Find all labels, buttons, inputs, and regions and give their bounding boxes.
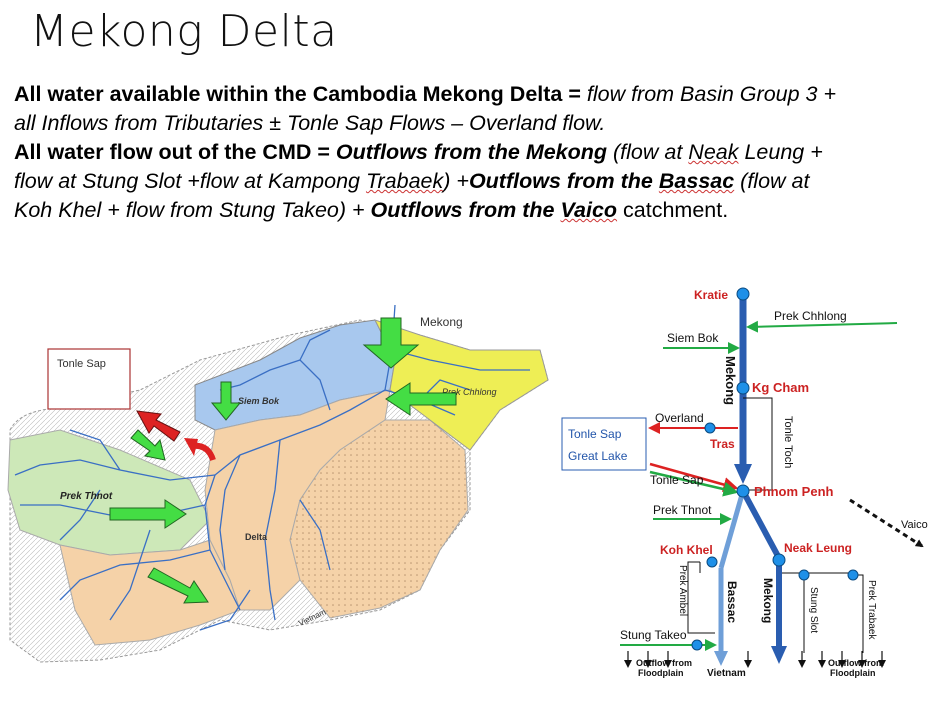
label-mekong-upper: Mekong <box>723 356 738 405</box>
label-mekong-lower: Mekong <box>761 578 775 623</box>
label-prek-thnot: Prek Thnot <box>653 503 712 517</box>
label-phnom-penh: Phnom Penh <box>754 484 834 499</box>
text-seg: (flow at <box>734 169 810 193</box>
label-prek-chhlong: Prek Chhlong <box>442 387 497 397</box>
bassac-arrowhead <box>714 651 728 666</box>
node-tras <box>704 422 716 434</box>
text-seg: Leung + <box>738 140 823 164</box>
label-tonle-sap-box: Tonle Sap <box>568 427 622 441</box>
text-line-3: All water flow out of the CMD = Outflows… <box>14 138 934 167</box>
region-yellow <box>374 319 549 451</box>
green-arrow-southwest <box>147 567 209 604</box>
green-arrow-tonle-sap-in <box>130 429 166 461</box>
text-seg: flow at Stung Slot +flow at Kampong <box>14 169 366 193</box>
label-vaico: Vaico <box>901 519 928 531</box>
node-neak-leung <box>772 553 786 567</box>
label-stung-slot: Stung Slot <box>808 587 819 633</box>
text-seg: Trabaek <box>365 169 444 193</box>
bassac-branch <box>718 490 746 569</box>
node-kg-cham <box>736 381 750 395</box>
text-line-1: All water available within the Cambodia … <box>14 80 934 109</box>
region-dotted-pattern <box>290 420 468 618</box>
label-outflow-left-1: Outflow from <box>636 658 692 668</box>
prek-chhlong-arrow <box>746 320 898 333</box>
label-outflow-right-2: Floodplain <box>830 668 876 678</box>
text-line-5: Koh Khel + flow from Stung Takeo) + Outf… <box>14 196 934 225</box>
text-seg: Vaico <box>560 198 618 222</box>
label-bassac: Bassac <box>725 581 739 623</box>
tonle-sap-box <box>47 348 131 410</box>
label-siem-bok: Siem Bok <box>238 396 280 406</box>
text-line-2: all Inflows from Tributaries ± Tonle Sap… <box>14 109 934 138</box>
slide-title: Mekong Delta <box>30 6 338 57</box>
mekong-lower-arrowhead <box>771 646 787 664</box>
text-seg: (flow at <box>607 140 689 164</box>
label-mekong: Mekong <box>420 315 463 329</box>
node-stung-slot <box>798 569 810 581</box>
mekong-lower-branch <box>740 489 782 560</box>
node-phnom-penh <box>736 484 750 498</box>
label-outflow-left-2: Floodplain <box>638 668 684 678</box>
label-siem-bok: Siem Bok <box>667 331 719 345</box>
label-delta: Delta <box>245 532 268 542</box>
text-seg: ) + <box>443 169 469 193</box>
text-seg: Neak <box>688 140 739 164</box>
delta-map: Tonle Sap Mekong Prek Chhlong Siem Bok P… <box>7 304 549 663</box>
prek-ambel-channel <box>687 561 715 634</box>
tonle-toch-channel <box>743 397 773 491</box>
label-prek-chhlong: Prek Chhlong <box>774 309 847 323</box>
prek-trabaek-channel <box>853 574 864 653</box>
green-arrow-prek-thnot <box>109 499 187 529</box>
label-kratie: Kratie <box>694 288 728 302</box>
description-text: All water available within the Cambodia … <box>14 80 934 225</box>
text-seg: Outflows from the <box>370 198 561 222</box>
label-prek-trabaek: Prek Trabaek <box>866 580 877 640</box>
label-tras: Tras <box>710 437 735 451</box>
mekong-trunk-arrowhead <box>734 464 752 484</box>
label-outflow-right-1: Outflow from <box>828 658 884 668</box>
text-seg: flow from Basin Group 3 + <box>586 82 837 106</box>
green-arrow-prek-chhlong <box>385 382 457 416</box>
label-vietnam: Vietnam <box>707 668 746 679</box>
label-neak-leung: Neak Leung <box>784 541 852 555</box>
node-koh-khel <box>706 556 718 568</box>
label-koh-khel: Koh Khel <box>660 543 713 557</box>
label-stung-takeo: Stung Takeo <box>620 628 687 642</box>
text-seg: Koh Khel + flow from Stung Takeo) + <box>14 198 371 222</box>
text-line-4: flow at Stung Slot +flow at Kampong Trab… <box>14 167 934 196</box>
label-prek-ambel: Prek Ambel <box>677 565 688 616</box>
river-network <box>14 304 530 631</box>
label-prek-thnot: Prek Thnot <box>60 491 113 502</box>
label-tonle-sap-flow: Tonle Sap <box>650 473 704 487</box>
tonle-sap-green-line <box>649 470 739 497</box>
text-seg: All water available within the Cambodia … <box>14 82 587 106</box>
text-seg: all Inflows from Tributaries ± Tonle Sap… <box>14 111 606 135</box>
node-stung-takeo <box>691 639 703 651</box>
node-prek-trabaek <box>847 569 859 581</box>
text-seg: catchment. <box>617 198 729 222</box>
label-tonle-sap: Tonle Sap <box>57 358 106 370</box>
label-great-lake: Great Lake <box>568 449 628 463</box>
red-arrow-tonle-sap-out <box>136 410 181 442</box>
text-seg: All water flow out of the CMD = <box>14 140 336 164</box>
text-seg: Outflows from the Mekong <box>335 140 608 164</box>
green-arrow-siem-bok <box>210 381 242 421</box>
node-kratie <box>736 287 750 301</box>
green-arrow-mekong <box>362 317 420 369</box>
text-seg: Bassac <box>658 169 735 193</box>
label-tonle-toch: Tonle Toch <box>782 416 794 468</box>
tonle-sap-lake-box <box>561 417 647 471</box>
text-seg: Outflows from the <box>468 169 659 193</box>
outflow-arrows <box>624 651 886 668</box>
label-kg-cham: Kg Cham <box>752 380 809 395</box>
label-overland: Overland <box>655 411 704 425</box>
flow-schematic: Kratie Prek Chhlong Siem Bok Mekong Kg C… <box>561 287 928 679</box>
tonle-sap-red-line <box>649 462 739 492</box>
red-arrow-overland <box>184 438 216 462</box>
